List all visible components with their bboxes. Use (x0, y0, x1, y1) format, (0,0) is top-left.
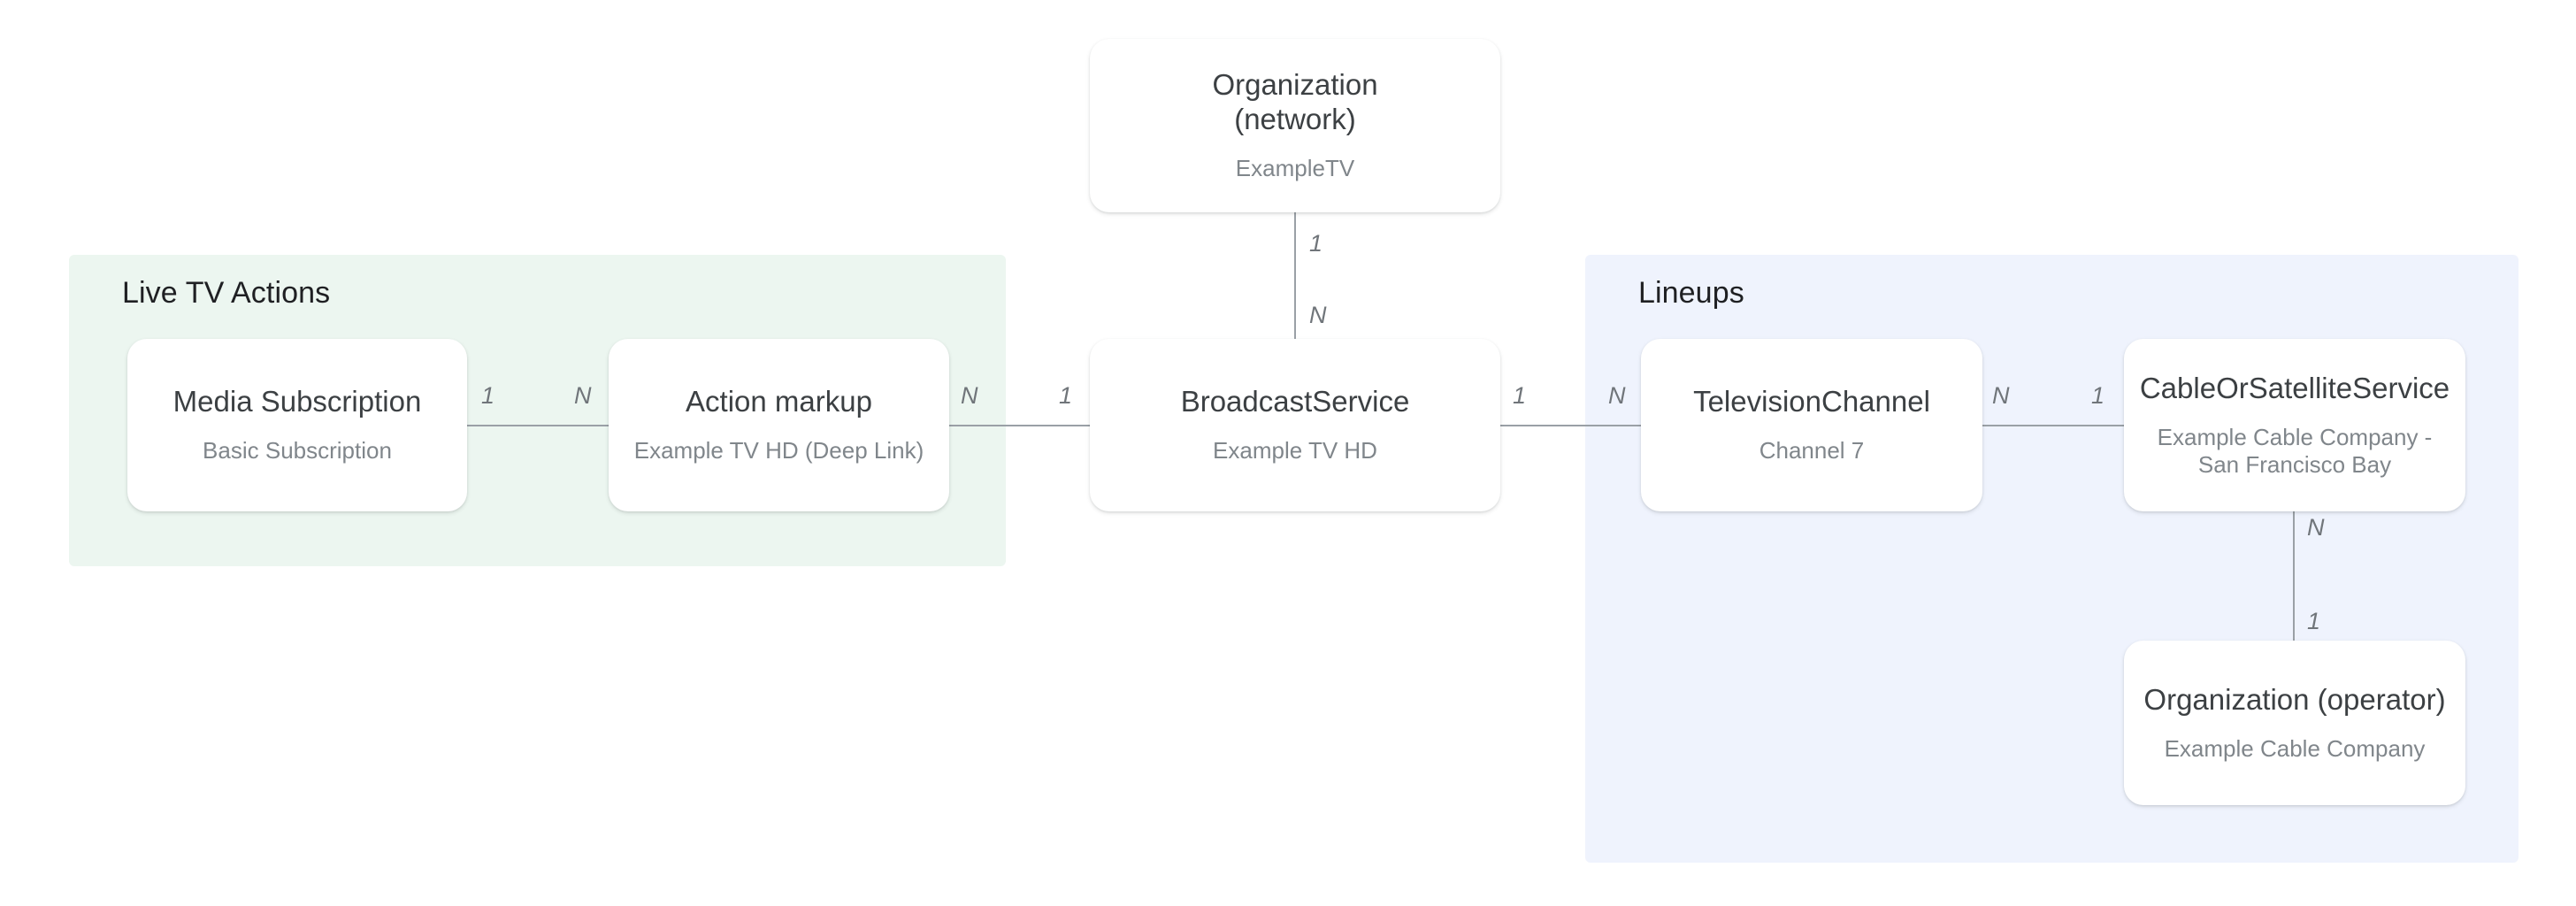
node-action-markup[interactable]: Action markup Example TV HD (Deep Link) (609, 339, 949, 511)
node-organization-operator-title: Organization (operator) (2143, 682, 2446, 716)
node-broadcast-service-subtitle: Example TV HD (1213, 437, 1377, 465)
node-organization-network[interactable]: Organization (network) ExampleTV (1090, 39, 1500, 212)
edge-label-media-subscription-source: 1 (481, 382, 495, 409)
edge-television-channel-to-cable-or-satellite-service (1982, 425, 2125, 426)
edge-label-cable-or-satellite-source: N (2307, 514, 2325, 541)
node-broadcast-service-title: BroadcastService (1180, 385, 1410, 418)
node-organization-network-subtitle: ExampleTV (1235, 155, 1355, 182)
node-action-markup-subtitle: Example TV HD (Deep Link) (633, 437, 924, 465)
edge-organization-network-to-broadcast-service (1294, 211, 1296, 342)
group-title-lineups: Lineups (1638, 276, 1744, 310)
edge-label-cable-or-satellite-target: 1 (2307, 608, 2321, 634)
node-television-channel-title: TelevisionChannel (1693, 385, 1930, 418)
edge-label-organization-network-source: 1 (1309, 230, 1323, 257)
edge-label-broadcast-service-target: N (1608, 382, 1626, 409)
edge-label-media-subscription-target: N (574, 382, 592, 409)
edge-action-markup-to-broadcast-service (948, 425, 1090, 426)
edge-label-action-markup-target: 1 (1059, 382, 1073, 409)
edge-label-action-markup-source: N (961, 382, 978, 409)
edge-label-broadcast-service-source: 1 (1513, 382, 1527, 409)
edge-media-subscription-to-action-markup (466, 425, 610, 426)
node-cable-or-satellite-service-subtitle: Example Cable Company - San Francisco Ba… (2157, 423, 2433, 478)
node-television-channel[interactable]: TelevisionChannel Channel 7 (1641, 339, 1982, 511)
node-television-channel-subtitle: Channel 7 (1759, 437, 1865, 465)
node-cable-or-satellite-service-title: CableOrSatelliteService (2139, 371, 2450, 404)
node-organization-operator[interactable]: Organization (operator) Example Cable Co… (2124, 641, 2465, 805)
node-media-subscription-title: Media Subscription (172, 385, 422, 418)
node-action-markup-title: Action markup (686, 385, 872, 418)
node-broadcast-service[interactable]: BroadcastService Example TV HD (1090, 339, 1500, 511)
node-media-subscription[interactable]: Media Subscription Basic Subscription (127, 339, 467, 511)
node-media-subscription-subtitle: Basic Subscription (203, 437, 392, 465)
node-organization-operator-subtitle: Example Cable Company (2164, 734, 2426, 762)
edge-label-organization-network-target: N (1309, 302, 1327, 328)
edge-cable-or-satellite-service-to-organization-operator (2293, 510, 2295, 642)
edge-broadcast-service-to-television-channel (1499, 425, 1641, 426)
edge-label-television-channel-target: 1 (2091, 382, 2105, 409)
edge-label-television-channel-source: N (1992, 382, 2010, 409)
node-organization-network-title: Organization (network) (1212, 68, 1378, 136)
node-cable-or-satellite-service[interactable]: CableOrSatelliteService Example Cable Co… (2124, 339, 2465, 511)
group-title-live-tv-actions: Live TV Actions (122, 276, 331, 310)
